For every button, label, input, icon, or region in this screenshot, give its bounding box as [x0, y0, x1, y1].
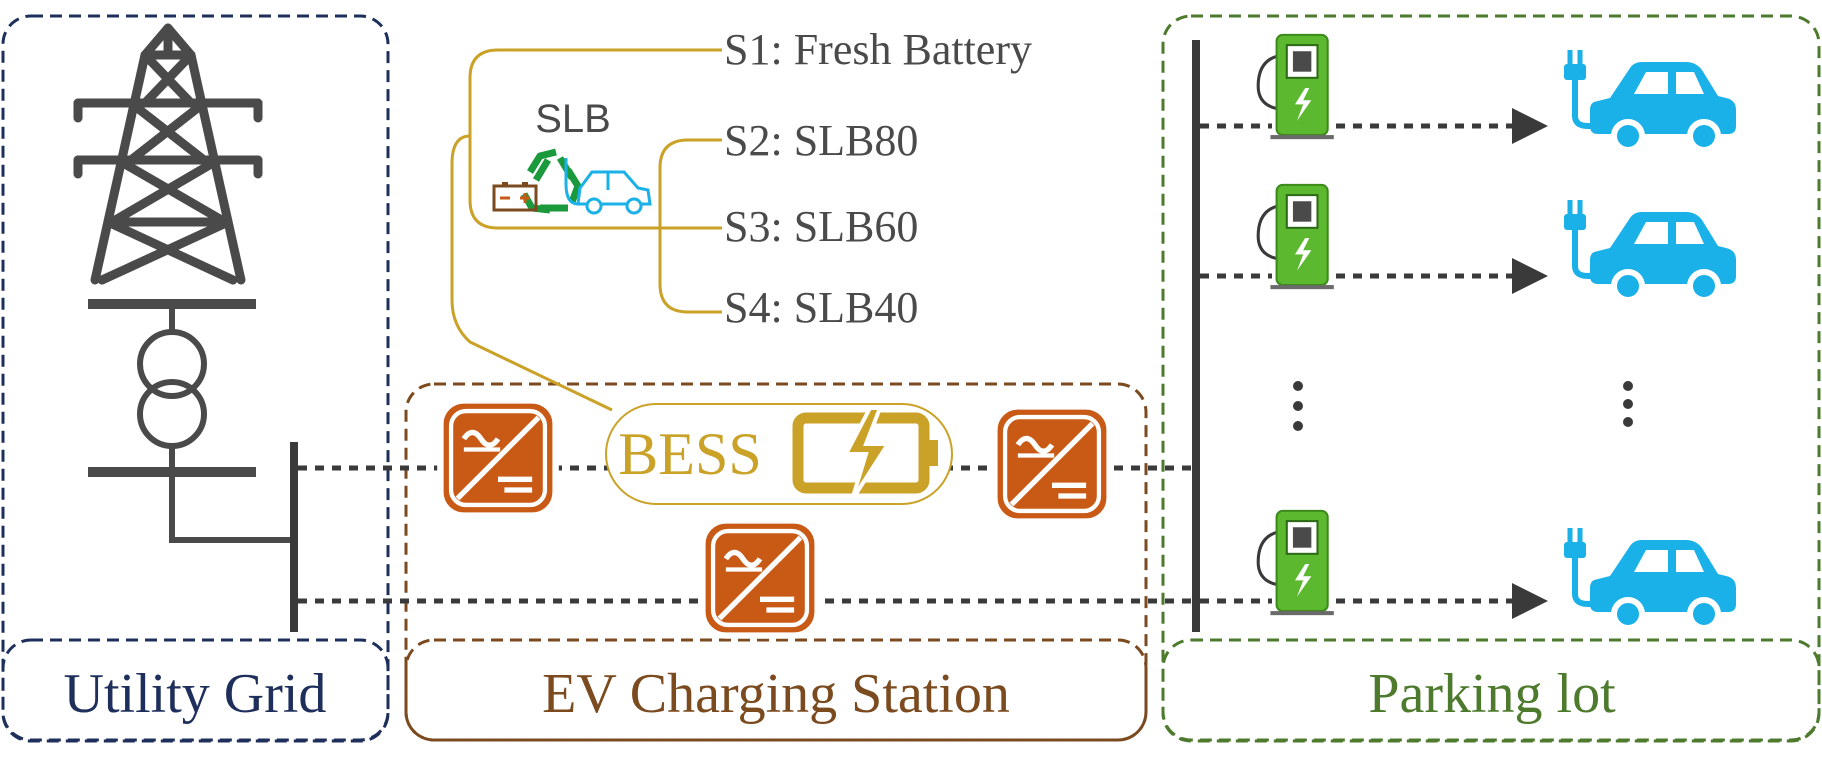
ellipsis-chargers	[1293, 381, 1303, 431]
utility-grid-section: Utility Grid	[1, 14, 390, 743]
battery-small-icon	[492, 182, 538, 212]
utility-grid-label: Utility Grid	[64, 663, 327, 725]
parking-label-frame	[1161, 638, 1821, 742]
utility-grid-frame	[1, 14, 390, 743]
parking-lot-section: Parking lot	[1161, 14, 1821, 743]
grid-converter-upper-icon	[440, 400, 555, 515]
slb-icon-group: SLB	[492, 97, 652, 215]
grid-connection	[169, 472, 294, 543]
slb-label: SLB	[535, 97, 611, 141]
bess-label: BESS	[618, 421, 761, 487]
battery-bolt-icon	[792, 406, 938, 502]
electric-car-icon	[1564, 200, 1736, 300]
ev-charging-station-section: EV Charging Station	[404, 382, 1148, 742]
charger-converter-icon	[994, 406, 1109, 521]
utility-grid-label-frame	[1, 638, 390, 742]
transmission-tower-icon	[73, 23, 263, 285]
ellipsis-cars	[1623, 381, 1633, 427]
bess-link-line	[450, 134, 613, 412]
charging-row-2	[1200, 183, 1736, 300]
station-label-frame	[404, 638, 1148, 742]
small-car-icon	[564, 158, 652, 215]
recycle-icon	[520, 148, 582, 214]
grid-converter-lower-icon	[702, 520, 817, 635]
scenario-s3-label: S3: SLB60	[724, 202, 918, 251]
scenario-s1-label: S1: Fresh Battery	[724, 25, 1032, 74]
transformer-icon	[137, 329, 207, 449]
charging-row-3	[1200, 509, 1736, 628]
scenario-s2-label: S2: SLB80	[724, 116, 918, 165]
parking-label: Parking lot	[1368, 663, 1616, 725]
scenario-bracket-inner	[658, 138, 722, 314]
scenario-tree	[450, 48, 722, 412]
scenario-bracket-outer	[468, 48, 722, 230]
electric-car-icon	[1564, 50, 1736, 150]
bess-unit: BESS	[605, 403, 953, 505]
station-label: EV Charging Station	[542, 663, 1010, 725]
scenario-s4-label: S4: SLB40	[724, 283, 918, 332]
electric-car-icon	[1564, 528, 1736, 628]
charging-row-1	[1200, 33, 1736, 150]
station-frame	[404, 382, 1148, 742]
